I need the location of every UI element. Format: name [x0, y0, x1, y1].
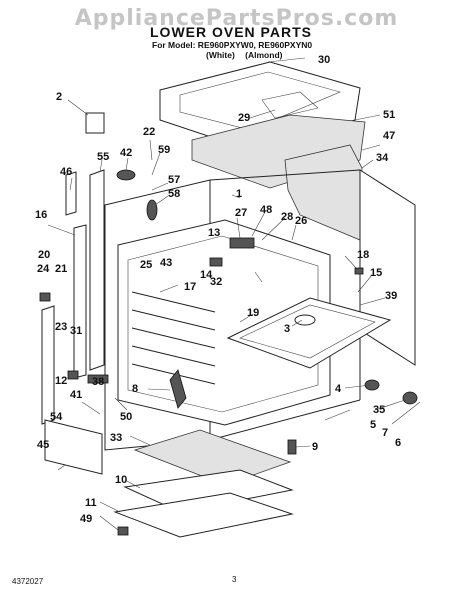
bracket-2 — [85, 112, 105, 134]
oven-body-right-panel — [359, 169, 416, 366]
callout-57: 57 — [168, 174, 180, 186]
kick-panel — [44, 419, 103, 475]
bracket-27 — [229, 237, 255, 249]
bracket-38 — [87, 374, 109, 384]
callout-51: 51 — [383, 109, 395, 121]
watermark: AppliancePartsPros.com — [74, 6, 399, 31]
callout-14: 14 — [200, 269, 213, 281]
callout-2: 2 — [56, 91, 62, 103]
callout-46: 46 — [60, 166, 72, 178]
callout-7: 7 — [382, 427, 388, 439]
front-frame-strip — [89, 169, 105, 371]
callout-33: 33 — [110, 432, 122, 444]
callout-49: 49 — [80, 513, 92, 525]
callout-23: 23 — [55, 321, 67, 333]
callout-27: 27 — [235, 207, 247, 219]
callout-25: 25 — [140, 259, 152, 271]
callout-4: 4 — [335, 383, 342, 395]
callout-55: 55 — [97, 151, 109, 163]
callout-6: 6 — [395, 437, 401, 449]
clip-13 — [209, 257, 223, 267]
model-line: For Model: RE960PXYW0, RE960PXYN0 — [152, 40, 313, 50]
callout-15: 15 — [370, 267, 382, 279]
callout-16: 16 — [35, 209, 47, 221]
callout-24: 24 — [37, 263, 50, 275]
callout-32: 32 — [210, 276, 222, 288]
oven-light-lens — [294, 314, 316, 326]
lower-trim-strip — [41, 305, 55, 425]
callout-43: 43 — [160, 257, 172, 269]
callout-8: 8 — [132, 383, 138, 395]
callout-19: 19 — [247, 307, 259, 319]
callout-39: 39 — [385, 290, 397, 302]
variant-almond: (Almond) — [245, 50, 283, 60]
drawer-liner — [123, 469, 294, 513]
diagram-title: LOWER OVEN PARTS — [150, 24, 312, 40]
leader-lines — [47, 57, 421, 531]
rack-supports — [131, 291, 216, 385]
thermostat-58 — [146, 199, 158, 221]
callout-1: 1 — [236, 188, 242, 200]
variant-white: (White) — [206, 50, 235, 60]
callout-10: 10 — [115, 474, 127, 486]
document-number: 4372027 — [12, 577, 44, 586]
oven-bottom — [133, 429, 292, 486]
callout-41: 41 — [70, 389, 82, 401]
screw-18 — [354, 267, 364, 275]
callout-35: 35 — [373, 404, 385, 416]
clip-12 — [67, 370, 79, 380]
callout-9: 9 — [312, 441, 318, 453]
callout-34: 34 — [376, 152, 389, 164]
callout-26: 26 — [295, 215, 307, 227]
callout-18: 18 — [357, 249, 369, 261]
knob-42 — [116, 169, 136, 181]
callout-13: 13 — [208, 227, 220, 239]
callout-48: 48 — [260, 204, 272, 216]
callouts: 30 51 47 34 29 2 22 42 55 59 57 58 46 16… — [35, 54, 401, 525]
callout-20: 20 — [38, 249, 50, 261]
door-hinge-channel — [73, 224, 87, 379]
callout-21: 21 — [55, 263, 67, 275]
variant-labels: (White) (Almond) — [206, 50, 282, 60]
pin-9 — [287, 439, 297, 455]
callout-54: 54 — [50, 411, 63, 423]
callout-22: 22 — [143, 126, 155, 138]
callout-12: 12 — [55, 375, 67, 387]
callout-5: 5 — [370, 419, 376, 431]
callout-45: 45 — [37, 439, 49, 451]
side-trim-strip — [65, 171, 77, 216]
callout-31: 31 — [70, 325, 82, 337]
callout-3: 3 — [284, 323, 290, 335]
callout-29: 29 — [238, 112, 250, 124]
bracket-24 — [39, 292, 51, 302]
screw-49 — [117, 526, 129, 536]
callout-58: 58 — [168, 188, 180, 200]
callout-47: 47 — [383, 130, 395, 142]
socket-4 — [364, 379, 380, 391]
callout-42: 42 — [120, 147, 132, 159]
bulb-5 — [402, 391, 418, 405]
callout-11: 11 — [85, 497, 97, 509]
drawer-bottom — [113, 492, 294, 538]
callout-28: 28 — [281, 211, 293, 223]
wiring-8 — [169, 369, 187, 409]
callout-30: 30 — [318, 54, 330, 66]
callout-17: 17 — [184, 281, 196, 293]
page-number: 3 — [232, 575, 237, 584]
callout-38: 38 — [92, 376, 104, 388]
callout-59: 59 — [158, 144, 170, 156]
callout-50: 50 — [120, 411, 132, 423]
